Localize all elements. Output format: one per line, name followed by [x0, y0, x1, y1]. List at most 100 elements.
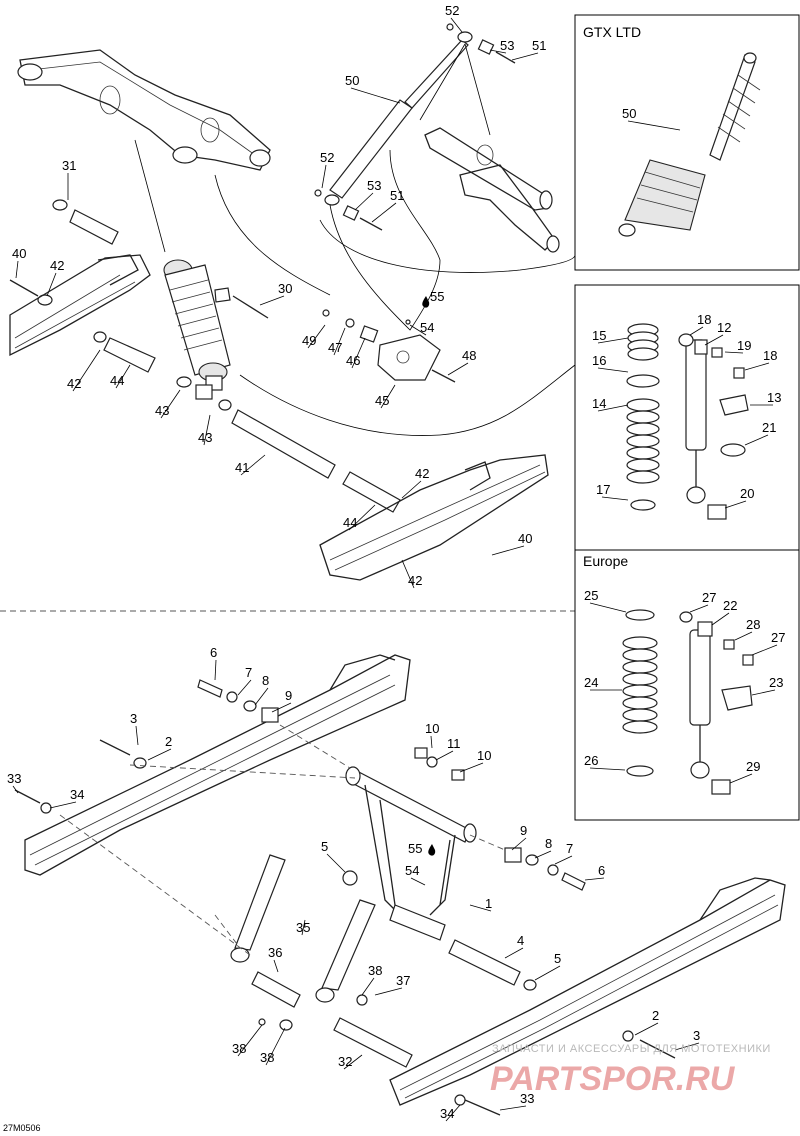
leader-line: [237, 679, 252, 696]
alignment-lines: [59, 724, 506, 956]
part-number-label-42: 42: [415, 466, 429, 481]
leader-line: [15, 260, 19, 279]
leader-line: [410, 877, 426, 886]
leader-line: [401, 559, 415, 589]
leader-line: [265, 1027, 286, 1066]
leader-line: [504, 947, 524, 959]
front-shaft-parts-drawing: [9, 199, 401, 513]
leader-line: [751, 644, 778, 656]
part-number-label-52: 52: [320, 150, 334, 165]
part-number-label-38: 38: [232, 1041, 246, 1056]
part-number-label-4: 4: [517, 933, 524, 948]
standard-shock-drawing: [626, 323, 749, 520]
leader-line: [401, 480, 422, 499]
leader-line: [46, 272, 57, 297]
panel-title-europe: Europe: [583, 553, 628, 569]
leader-line: [724, 351, 744, 354]
part-number-label-47: 47: [328, 340, 342, 355]
leader-line: [534, 850, 552, 859]
leader-line: [450, 17, 463, 33]
part-number-label-51: 51: [532, 38, 546, 53]
leader-line: [724, 500, 747, 509]
leader-line: [240, 454, 266, 476]
left-rail-lower-drawing: [24, 654, 411, 876]
part-number-label-30: 30: [278, 281, 292, 296]
part-number-label-43: 43: [155, 403, 169, 418]
part-number-label-17: 17: [596, 482, 610, 497]
drawing-code: 27M0506: [3, 1123, 41, 1133]
leader-line: [321, 164, 327, 189]
part-number-label-21: 21: [762, 420, 776, 435]
leader-line: [634, 1022, 659, 1036]
part-number-label-42: 42: [67, 376, 81, 391]
part-number-label-15: 15: [592, 328, 606, 343]
part-number-label-9: 9: [520, 823, 527, 838]
part-number-label-8: 8: [262, 673, 269, 688]
leader-line: [511, 52, 539, 61]
leader-line: [350, 87, 401, 104]
bracket-45-drawing: [322, 309, 456, 383]
leader-line: [627, 120, 681, 131]
leader-line: [491, 545, 525, 556]
leader-line: [348, 504, 376, 531]
part-number-label-50: 50: [622, 106, 636, 121]
leader-line: [135, 725, 139, 746]
part-number-label-31: 31: [62, 158, 76, 173]
part-number-label-13: 13: [767, 390, 781, 405]
leader-line: [597, 367, 629, 373]
part-number-label-27: 27: [771, 630, 785, 645]
leader-line: [744, 434, 769, 446]
part-number-label-18: 18: [697, 312, 711, 327]
leader-line: [711, 612, 730, 626]
part-number-label-55: 55: [408, 841, 422, 856]
leader-line: [254, 687, 269, 706]
part-number-label-18: 18: [763, 348, 777, 363]
part-number-label-34: 34: [440, 1106, 454, 1121]
leader-line: [435, 750, 454, 761]
leader-line: [115, 364, 131, 389]
leader-line: [511, 837, 527, 851]
part-number-label-20: 20: [740, 486, 754, 501]
leader-line: [554, 855, 573, 865]
leader-line: [351, 337, 366, 369]
part-number-label-43: 43: [198, 430, 212, 445]
leader-line: [273, 959, 279, 973]
leader-line: [499, 1105, 527, 1111]
part-number-label-35: 35: [296, 920, 310, 935]
leader-line: [409, 324, 427, 336]
part-number-label-14: 14: [592, 396, 606, 411]
part-number-label-3: 3: [693, 1028, 700, 1043]
leader-line: [589, 602, 627, 613]
part-number-label-44: 44: [110, 373, 124, 388]
rear-shaft-parts-drawing: [14, 679, 586, 991]
part-number-label-5: 5: [554, 951, 561, 966]
watermark-brand: PARTSPOR.RU: [490, 1060, 736, 1098]
part-number-label-2: 2: [165, 734, 172, 749]
leader-line: [459, 762, 484, 773]
leader-line: [584, 877, 605, 881]
part-number-label-24: 24: [584, 675, 598, 690]
part-number-label-48: 48: [462, 348, 476, 363]
leader-line: [380, 384, 396, 409]
leader-line: [343, 1054, 363, 1070]
right-rail-lower-drawing: [389, 877, 786, 1106]
leader-line: [301, 919, 306, 936]
leader-line: [333, 327, 346, 356]
leader-line: [49, 801, 77, 809]
leader-line: [361, 977, 375, 996]
leader-line: [689, 604, 709, 613]
part-number-label-2: 2: [652, 1008, 659, 1023]
leader-line: [259, 295, 285, 306]
leader-line: [704, 334, 724, 346]
leader-line: [430, 735, 433, 749]
part-number-label-41: 41: [235, 460, 249, 475]
part-number-label-44: 44: [343, 515, 357, 530]
links-35-drawing: [230, 854, 676, 1116]
shock-50-drawing: [314, 23, 516, 231]
part-number-label-5: 5: [321, 839, 328, 854]
leader-line: [489, 49, 507, 54]
leader-line: [534, 965, 561, 981]
leader-line: [447, 362, 469, 376]
